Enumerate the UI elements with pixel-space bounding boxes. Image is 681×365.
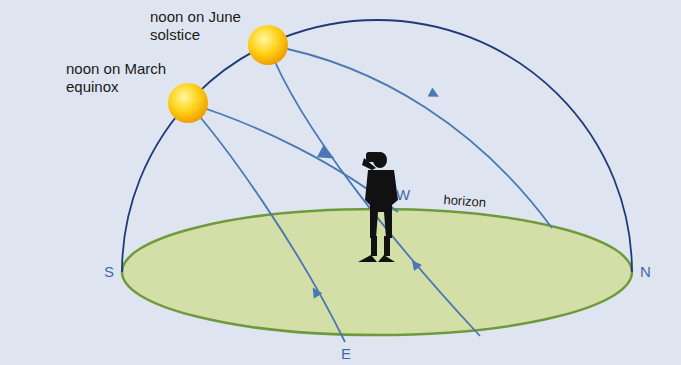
direction-arrows [308, 88, 441, 299]
compass-letter: N [640, 263, 651, 281]
horizon-label: horizon [443, 192, 487, 211]
equinox-morning-path [188, 103, 345, 342]
sun-paths [188, 45, 552, 342]
observer-silhouette [358, 152, 398, 262]
solstice-afternoon-path [268, 45, 552, 228]
compass-letter: S [104, 263, 114, 281]
compass-letter: W [396, 186, 410, 204]
horizon-plane [122, 209, 632, 335]
sun-june [248, 25, 288, 65]
sky-dome [122, 20, 632, 272]
sun-caption: noon on June solstice [150, 8, 260, 44]
sun-march [168, 83, 208, 123]
compass-letter: E [341, 345, 351, 363]
solstice-morning-path [268, 45, 480, 336]
sun-caption: noon on March equinox [66, 60, 176, 96]
